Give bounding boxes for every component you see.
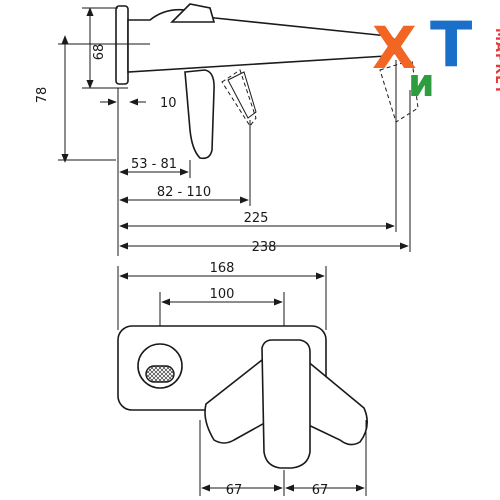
label-side-height-upper: 68	[92, 44, 107, 61]
label-handle-swing-left: 67	[226, 483, 243, 498]
logo-letter-x: Х	[372, 14, 417, 82]
side-lever-ghost-2	[227, 71, 257, 119]
logo-subtitle: МАРКЕТ	[492, 28, 500, 95]
front-view: 168 100 67 67	[117, 261, 368, 498]
side-view: 68 78 10 53 - 81 82 - 110 225 238	[35, 3, 419, 256]
logo-letter-t: Т	[430, 8, 472, 81]
label-plate-width: 168	[210, 261, 235, 276]
front-lever	[261, 339, 311, 469]
side-lever-body	[184, 69, 215, 160]
logo-letter-i: и	[408, 61, 435, 105]
lever-ghost-right	[297, 358, 368, 446]
label-body-depth: 82 - 110	[157, 185, 211, 200]
label-center-distance: 100	[210, 287, 235, 302]
side-outlet-ghost	[379, 59, 419, 123]
brand-logo: Х и Т МАРКЕТ	[372, 8, 500, 105]
label-spout-length: 225	[244, 211, 269, 226]
aerator-mesh	[145, 365, 175, 383]
label-wall-gap: 10	[160, 96, 177, 111]
side-lever-top	[170, 3, 216, 23]
label-side-height-total: 78	[35, 87, 50, 104]
side-wall-plate	[115, 5, 129, 85]
label-total-length: 238	[252, 240, 277, 255]
side-lever-ghost	[221, 69, 257, 127]
label-handle-swing-right: 67	[312, 483, 329, 498]
side-spout	[127, 8, 397, 73]
lever-ghost-left	[204, 358, 271, 444]
label-plate-depth: 53 - 81	[131, 157, 177, 172]
